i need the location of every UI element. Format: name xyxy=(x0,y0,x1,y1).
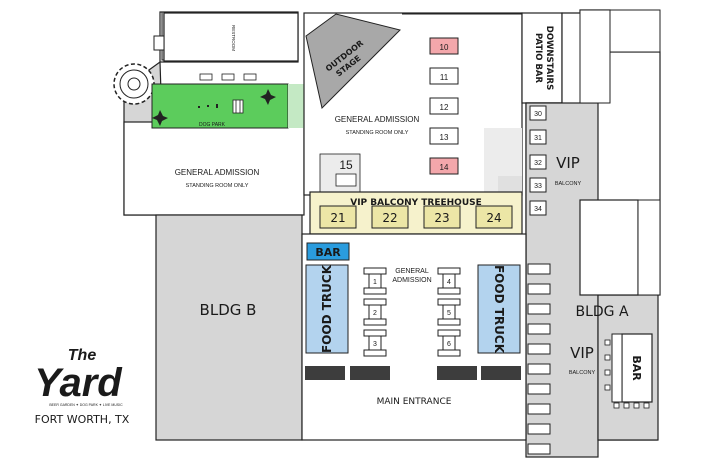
bldg-a-label: BLDG A xyxy=(575,304,628,320)
vip-lower-sub-label: BALCONY xyxy=(569,370,596,376)
food-truck-left xyxy=(305,264,349,354)
table-label: 22 xyxy=(382,211,397,225)
table-label: 1 xyxy=(373,279,377,286)
bar-stools xyxy=(604,339,650,409)
bar-label: BAR xyxy=(315,246,341,259)
ga-yard-label-1: GENERAL xyxy=(395,268,429,275)
main-entrance-label: MAIN ENTRANCE xyxy=(377,397,452,407)
ga-yard-label-2: ADMISSION xyxy=(392,277,431,284)
bldg-b xyxy=(155,214,303,441)
restroom-building xyxy=(163,12,299,62)
table-label: 6 xyxy=(447,341,451,348)
table-label: 23 xyxy=(434,211,449,225)
the-yard-logo: The Yard BEER GARDEN ✦ DOG PARK ✦ LIVE M… xyxy=(34,347,130,426)
table-label: 3 xyxy=(373,341,377,348)
vip-upper-label: VIP xyxy=(556,154,580,172)
gear-icon xyxy=(113,63,155,105)
table-label: 11 xyxy=(440,73,449,82)
entrance-benches xyxy=(305,366,521,380)
ga-left-label: GENERAL ADMISSION xyxy=(175,168,260,177)
table-label: 31 xyxy=(534,135,542,142)
downstairs-label-1: DOWNSTAIRS xyxy=(544,26,554,90)
table-label: 30 xyxy=(534,111,542,118)
ga-center-sub-label: STANDING ROOM ONLY xyxy=(346,130,409,136)
dog-park-area xyxy=(151,83,289,129)
bar-area xyxy=(306,242,350,261)
logo-the: The xyxy=(68,347,97,364)
treehouse-tables: 21 22 23 24 xyxy=(319,205,513,229)
table-label: 4 xyxy=(447,279,451,286)
table-label: 5 xyxy=(447,310,451,317)
table-15-label: 15 xyxy=(339,158,353,172)
ga-center-label: GENERAL ADMISSION xyxy=(335,115,420,124)
outdoor-stage xyxy=(305,13,401,109)
food-truck-left-label: FOOD TRUCK xyxy=(320,264,334,353)
vip-treehouse-label: VIP BALCONY TREEHOUSE xyxy=(350,198,482,208)
table-label: 2 xyxy=(373,310,377,317)
ga-left-sub-label: STANDING ROOM ONLY xyxy=(186,183,249,189)
bldg-b-label: BLDG B xyxy=(200,301,257,319)
table-label: 10 xyxy=(440,43,449,52)
logo-yard: Yard xyxy=(34,361,123,405)
table-label: 32 xyxy=(534,160,542,167)
downstairs-label-2: PATIO BAR xyxy=(533,33,543,84)
dog-park-label: DOG PARK xyxy=(199,122,226,128)
pinwheel-icon xyxy=(152,110,168,126)
table-label: 24 xyxy=(486,211,501,225)
vip-bar-label: BAR xyxy=(630,355,643,381)
table-label: 12 xyxy=(440,103,449,112)
table-label: 33 xyxy=(534,183,542,190)
table-label: 34 xyxy=(534,206,542,213)
pinwheel-icon xyxy=(260,89,276,105)
vip-table-column: 30 31 32 33 34 xyxy=(529,105,547,216)
restroom-label: RESTROOM xyxy=(231,25,236,51)
bldg-a-area xyxy=(525,9,661,458)
table-label: 13 xyxy=(440,133,449,142)
vip-bar xyxy=(621,333,653,403)
vip-lower-label: VIP xyxy=(570,344,594,362)
center-tables xyxy=(363,267,461,357)
table-label: 21 xyxy=(330,211,345,225)
logo-tagline: BEER GARDEN ✦ DOG PARK ✦ LIVE MUSIC xyxy=(49,403,123,407)
stage-table-column: 10 11 12 13 14 xyxy=(429,37,459,175)
table-label: 14 xyxy=(440,163,449,172)
logo-location: FORT WORTH, TX xyxy=(35,413,130,426)
food-truck-right-label: FOOD TRUCK xyxy=(492,265,506,354)
bldg-a-benches xyxy=(527,263,551,455)
food-truck-right xyxy=(477,264,521,354)
vip-upper-sub-label: BALCONY xyxy=(555,181,582,187)
